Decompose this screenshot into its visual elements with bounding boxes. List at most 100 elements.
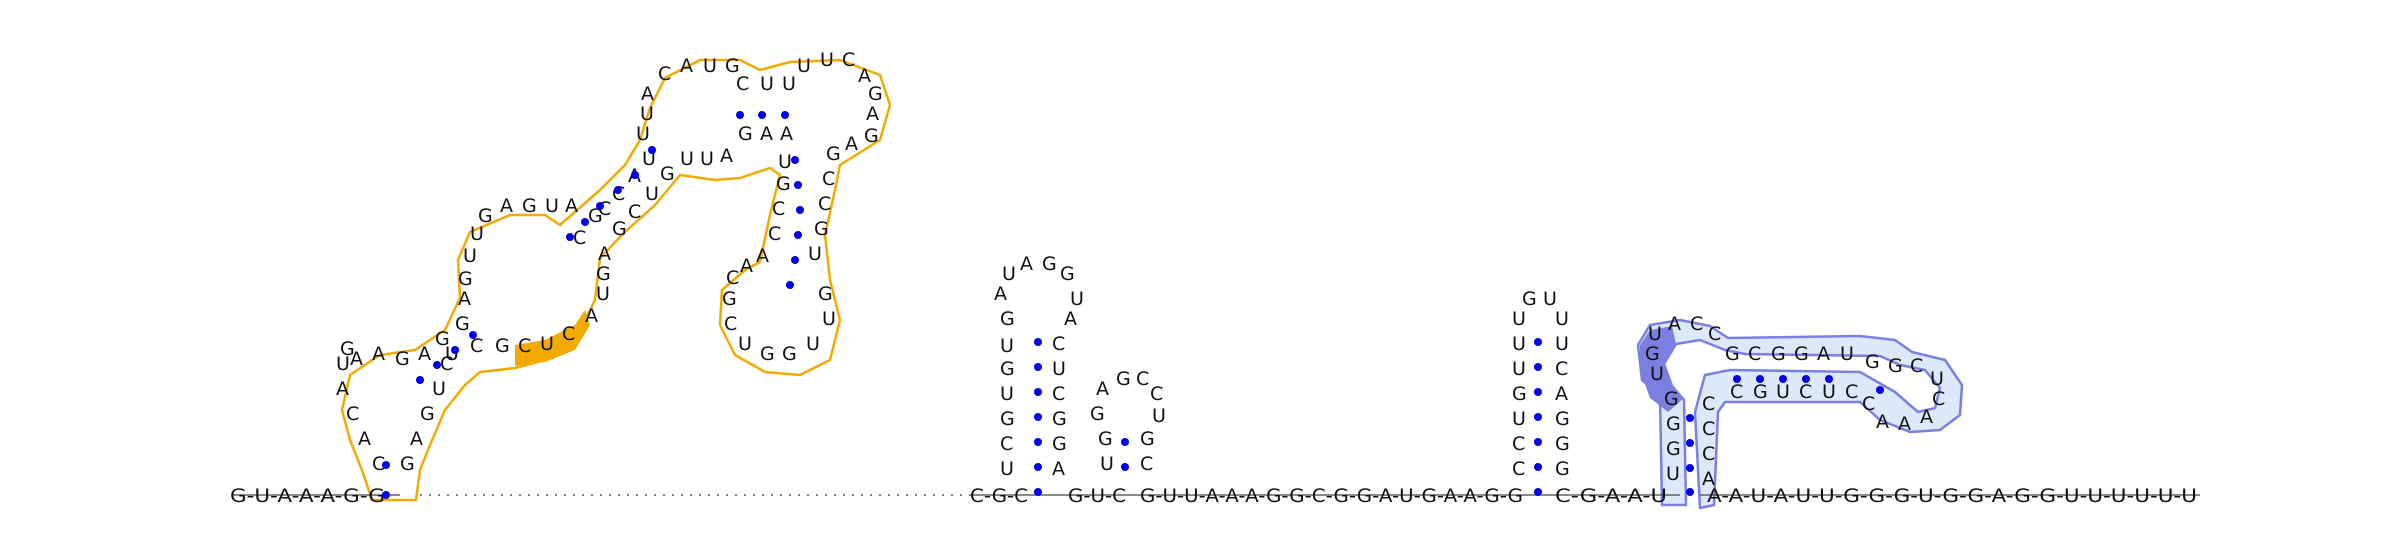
- svg-text:U: U: [1070, 288, 1084, 310]
- svg-text:A: A: [760, 123, 773, 145]
- svg-text:A: A: [418, 343, 431, 365]
- svg-text:U: U: [703, 55, 717, 77]
- svg-text:C: C: [1932, 388, 1945, 410]
- svg-text:G: G: [478, 205, 493, 227]
- svg-text:C: C: [518, 335, 531, 357]
- svg-text:C: C: [1555, 358, 1568, 380]
- svg-text:A: A: [845, 133, 858, 155]
- hairpin-3: CC UG UU UG UU UC AG GG: [1512, 288, 1570, 496]
- svg-text:A: A: [866, 103, 879, 125]
- backbone-mid-3: G-U-U-A-A-A-G-G-C-G-G-A-U-G-A-A-G-G: [1140, 485, 1523, 507]
- svg-text:G: G: [1000, 358, 1015, 380]
- svg-text:G: G: [420, 403, 435, 425]
- svg-text:C: C: [1845, 381, 1858, 403]
- svg-text:U: U: [1100, 453, 1114, 475]
- backbone-mid-4: C-G-A-A-U: [1555, 485, 1667, 507]
- svg-text:C: C: [1702, 418, 1715, 440]
- svg-text:G: G: [522, 195, 537, 217]
- svg-text:A: A: [740, 255, 753, 277]
- svg-text:G: G: [738, 123, 753, 145]
- svg-text:G: G: [1052, 408, 1067, 430]
- svg-text:U: U: [1000, 335, 1014, 357]
- svg-text:A: A: [350, 348, 363, 370]
- svg-text:G: G: [1000, 308, 1015, 330]
- svg-text:U: U: [636, 123, 650, 145]
- svg-text:U: U: [822, 308, 836, 330]
- svg-text:A: A: [1668, 313, 1681, 335]
- region-1-base-pairs: [382, 111, 804, 499]
- svg-text:G: G: [1666, 438, 1681, 460]
- svg-text:C: C: [726, 267, 739, 289]
- svg-text:G: G: [868, 83, 883, 105]
- svg-text:C: C: [658, 63, 671, 85]
- svg-text:A: A: [1096, 378, 1109, 400]
- svg-text:U: U: [760, 73, 774, 95]
- svg-text:A: A: [720, 145, 733, 167]
- svg-text:U: U: [470, 223, 484, 245]
- svg-text:U: U: [782, 73, 796, 95]
- svg-text:G: G: [1090, 403, 1105, 425]
- svg-text:G: G: [776, 173, 791, 195]
- svg-text:A: A: [780, 123, 793, 145]
- svg-text:U: U: [1512, 333, 1526, 355]
- svg-text:C: C: [1730, 381, 1743, 403]
- svg-text:U: U: [738, 333, 752, 355]
- svg-text:U: U: [1512, 408, 1526, 430]
- svg-text:U: U: [680, 148, 694, 170]
- svg-text:G: G: [1555, 433, 1570, 455]
- svg-text:U: U: [1543, 288, 1557, 310]
- svg-text:A: A: [336, 378, 349, 400]
- svg-text:C: C: [1702, 393, 1715, 415]
- svg-text:U: U: [1776, 381, 1790, 403]
- svg-text:G: G: [1000, 408, 1015, 430]
- svg-text:G: G: [458, 268, 473, 290]
- svg-text:U: U: [1002, 263, 1016, 285]
- svg-text:G: G: [826, 143, 841, 165]
- svg-text:U: U: [1648, 323, 1662, 345]
- svg-text:U: U: [1052, 358, 1066, 380]
- svg-text:U: U: [700, 148, 714, 170]
- svg-text:G: G: [1753, 381, 1768, 403]
- svg-text:G: G: [722, 288, 737, 310]
- svg-text:C: C: [772, 198, 785, 220]
- svg-text:G: G: [400, 453, 415, 475]
- svg-text:U: U: [445, 343, 459, 365]
- region-2-highlight-ugu: [1640, 326, 1684, 412]
- svg-text:U: U: [1000, 458, 1014, 480]
- svg-text:G: G: [782, 343, 797, 365]
- svg-text:U: U: [1840, 343, 1854, 365]
- svg-text:G: G: [1666, 413, 1681, 435]
- svg-text:A: A: [500, 195, 513, 217]
- svg-text:G: G: [1522, 288, 1537, 310]
- svg-text:U: U: [806, 333, 820, 355]
- svg-text:U: U: [820, 49, 834, 71]
- svg-text:G: G: [612, 218, 627, 240]
- svg-text:U: U: [1650, 363, 1664, 385]
- svg-text:C: C: [1910, 355, 1923, 377]
- svg-text:G: G: [1771, 343, 1786, 365]
- svg-text:G: G: [588, 205, 603, 227]
- svg-text:U: U: [1555, 308, 1569, 330]
- svg-text:C: C: [1150, 383, 1163, 405]
- svg-text:G: G: [1060, 263, 1075, 285]
- svg-text:G: G: [1042, 253, 1057, 275]
- svg-text:G: G: [395, 348, 410, 370]
- svg-text:C: C: [842, 49, 855, 71]
- svg-text:A: A: [858, 65, 871, 87]
- svg-text:U: U: [808, 243, 822, 265]
- svg-text:G: G: [435, 328, 450, 350]
- svg-text:U: U: [1000, 383, 1014, 405]
- svg-text:A: A: [1920, 406, 1933, 428]
- svg-text:C: C: [736, 73, 749, 95]
- svg-text:U: U: [640, 103, 654, 125]
- region-1-highlight-cuc: [515, 310, 590, 366]
- svg-text:U: U: [432, 378, 446, 400]
- svg-text:C: C: [1052, 383, 1065, 405]
- svg-text:C: C: [724, 313, 737, 335]
- svg-text:G: G: [814, 218, 829, 240]
- svg-text:C: C: [768, 223, 781, 245]
